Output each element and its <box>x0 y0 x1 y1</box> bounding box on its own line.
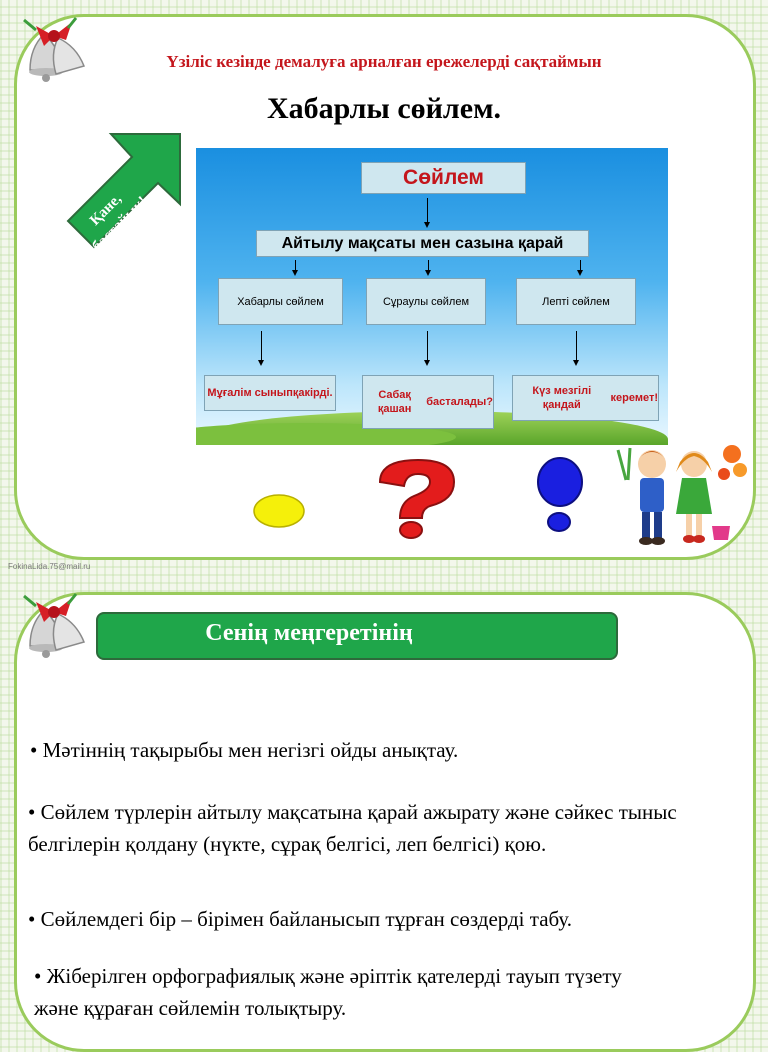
connector-arrowhead <box>258 360 264 366</box>
connector-arrowhead <box>573 360 579 366</box>
connector-line <box>580 260 581 272</box>
bell-icon <box>23 593 86 658</box>
lesson-title: Хабарлы сөйлем. <box>266 92 502 125</box>
objective-item: • Сөйлемдегі бір – бірімен байланысып тұ… <box>28 907 573 931</box>
objective-item: • Сөйлем түрлерін айтылу мақсатына қарай… <box>28 800 677 856</box>
diagram-root-box: Сөйлем <box>361 162 526 194</box>
punctuation-marks <box>253 457 583 539</box>
example-line: Күз мезгілі қандай <box>532 385 592 411</box>
example-line: Мұғалім сыныпқа <box>207 387 305 399</box>
connector-arrowhead <box>577 270 583 276</box>
example-line: керемет! <box>610 392 658 404</box>
example-box-interrogative: Сабақ қашан басталады? <box>362 375 494 429</box>
connector-line <box>261 331 262 361</box>
question-mark-icon <box>378 458 456 539</box>
connector-line <box>428 260 429 272</box>
objectives-banner-title: Сенің меңгеретінің <box>205 620 413 646</box>
bell-icon <box>23 17 86 82</box>
type-box-declarative: Хабарлы сөйлем <box>218 278 343 325</box>
objective-item: • Жіберілген орфографиялық және әріптік … <box>34 964 622 1020</box>
example-box-exclamatory: Күз мезгілі қандай керемет! <box>512 375 659 421</box>
children-illustration <box>616 445 747 545</box>
start-arrow-icon[interactable] <box>36 120 206 290</box>
diagram-middle-box: Айтылу мақсаты мен сазына қарай <box>256 230 589 257</box>
example-box-declarative: Мұғалім сыныпқа кірді. <box>204 375 336 411</box>
lesson-subtitle: Үзіліс кезінде демалуға арналған ережеле… <box>166 52 602 71</box>
connector-arrowhead <box>425 270 431 276</box>
connector-arrowhead <box>292 270 298 276</box>
connector-line <box>295 260 296 272</box>
connector-arrowhead <box>424 222 430 228</box>
exclamation-mark-icon <box>537 457 583 532</box>
author-email: FokinaLida.75@mail.ru <box>8 562 91 571</box>
sentence-types-diagram: Сөйлем Айтылу мақсаты мен сазына қарай Х… <box>196 148 668 445</box>
connector-line <box>576 331 577 361</box>
connector-arrowhead <box>424 360 430 366</box>
objectives-banner <box>96 612 618 660</box>
example-line: Сабақ қашан <box>377 389 412 415</box>
connector-line <box>427 198 428 222</box>
slide-2-frame <box>14 592 756 1052</box>
example-line: басталады? <box>426 396 493 408</box>
full-stop-icon <box>253 494 305 528</box>
type-box-exclamatory: Лепті сөйлем <box>516 278 636 325</box>
type-box-interrogative: Сұраулы сөйлем <box>366 278 486 325</box>
objective-item: • Мәтіннің тақырыбы мен негізгі ойды аны… <box>30 738 459 762</box>
example-line: кірді. <box>304 387 333 399</box>
connector-line <box>427 331 428 361</box>
